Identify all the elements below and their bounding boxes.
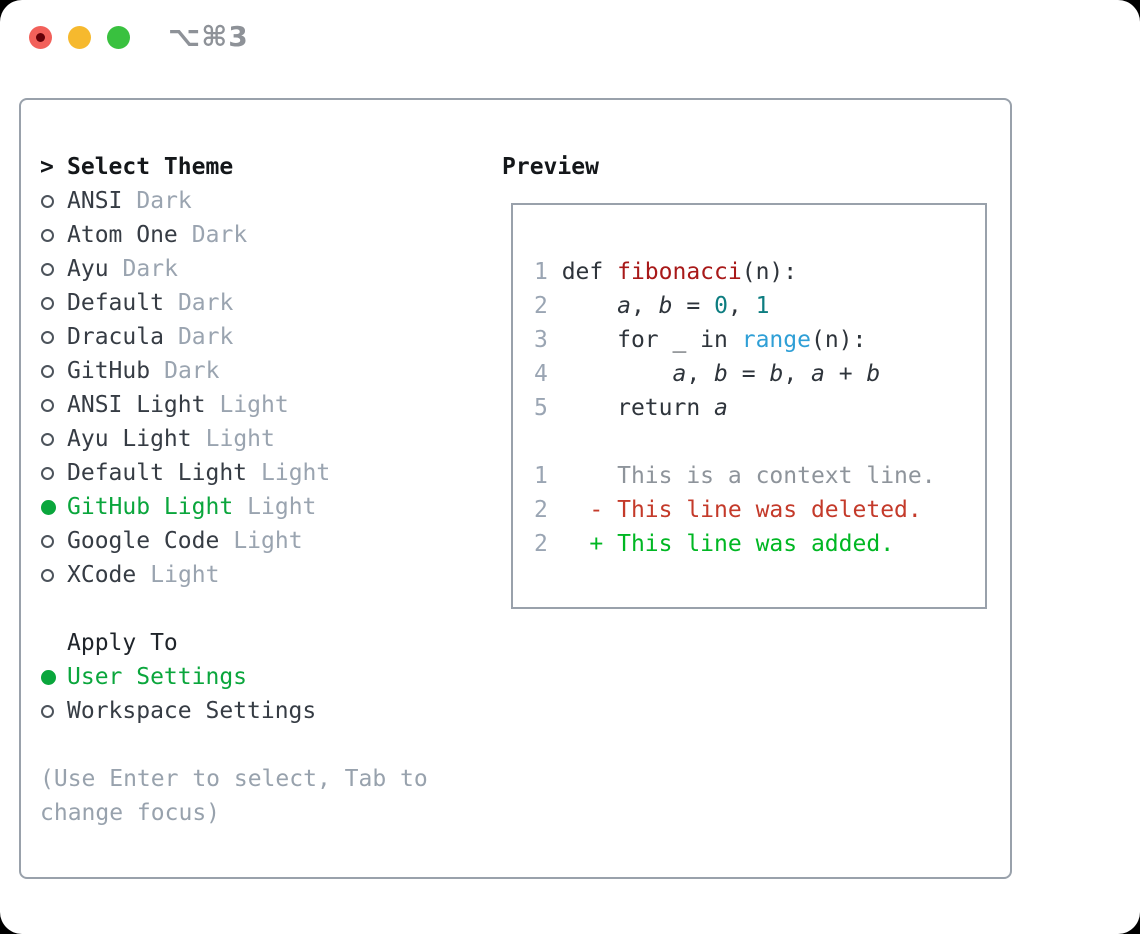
code-line: 2 a, b = 0, 1 [534, 293, 770, 319]
code-line: 2 + This line was added. [534, 531, 895, 557]
code-line: 1 def fibonacci(n): [534, 259, 798, 285]
option-label: Workspace Settings [67, 698, 317, 724]
theme-option[interactable]: ANSI Dark [40, 184, 428, 218]
preview-code: 1 def fibonacci(n): 2 a, b = 0, 1 3 for _ … [534, 255, 985, 561]
theme-option[interactable]: Default Dark [40, 286, 428, 320]
radio-unselected-icon [41, 364, 54, 378]
theme-option[interactable]: Ayu Light Light [40, 422, 428, 456]
apply-to-header-row: Apply To [40, 626, 428, 660]
theme-option[interactable]: GitHub Light Light [40, 490, 428, 524]
code-line: 5 return a [534, 395, 728, 421]
variant-tag: Dark [122, 256, 178, 282]
select-theme-header-row: > Select Theme [40, 150, 428, 184]
option-label: Atom One [67, 222, 178, 248]
option-label: XCode [67, 562, 137, 588]
radio-unselected-icon [41, 534, 54, 548]
spacer-row [40, 728, 428, 762]
radio-unselected-icon [41, 398, 54, 412]
radio-unselected-icon [41, 466, 54, 480]
variant-tag: Light [233, 528, 303, 554]
theme-option[interactable]: XCode Light [40, 558, 428, 592]
radio-selected-icon [41, 499, 56, 515]
maximize-button[interactable] [107, 26, 130, 49]
window-title: ⌥⌘3 [168, 20, 249, 53]
variant-tag: Dark [177, 324, 234, 350]
variant-tag: Light [247, 494, 317, 520]
preview-code-box: 1 def fibonacci(n): 2 a, b = 0, 1 3 for _ … [511, 203, 987, 609]
apply-to-option[interactable]: Workspace Settings [40, 694, 428, 728]
option-label: GitHub [67, 358, 151, 384]
option-label: Default Light [67, 460, 248, 486]
radio-selected-icon [41, 669, 56, 685]
focus-chevron-icon: > [40, 154, 54, 180]
code-line: 4 a, b = b, a + b [534, 361, 881, 387]
hint-line-2: change focus) [40, 800, 221, 826]
theme-option[interactable]: Default Light Light [40, 456, 428, 490]
variant-tag: Dark [191, 222, 248, 248]
variant-tag: Light [219, 392, 289, 418]
radio-unselected-icon [41, 330, 54, 344]
radio-unselected-icon [41, 704, 54, 718]
option-label: Ayu Light [67, 426, 192, 452]
close-button[interactable] [29, 26, 52, 49]
theme-option[interactable]: Google Code Light [40, 524, 428, 558]
theme-option[interactable]: Dracula Dark [40, 320, 428, 354]
title-bar: ⌥⌘3 [0, 0, 1140, 74]
spacer-row [40, 592, 428, 626]
variant-tag: Dark [177, 290, 234, 316]
apply-to-title: Apply To [67, 630, 178, 656]
option-label: GitHub Light [67, 494, 234, 520]
apply-to-option[interactable]: User Settings [40, 660, 428, 694]
select-theme-title: Select Theme [67, 154, 234, 180]
option-label: Dracula [67, 324, 164, 350]
radio-unselected-icon [41, 568, 54, 582]
radio-unselected-icon [41, 228, 54, 242]
variant-tag: Light [261, 460, 331, 486]
option-label: Ayu [67, 256, 109, 282]
variant-tag: Dark [136, 188, 192, 214]
variant-tag: Light [205, 426, 275, 452]
option-label: ANSI Light [67, 392, 206, 418]
variant-tag: Dark [164, 358, 220, 384]
option-label: Default [67, 290, 164, 316]
code-line: 3 for _ in range(n): [534, 327, 867, 353]
option-label: Google Code [67, 528, 220, 554]
minimize-button[interactable] [68, 26, 91, 49]
radio-unselected-icon [41, 194, 54, 208]
preview-title: Preview [502, 154, 599, 180]
option-label: User Settings [67, 664, 248, 690]
theme-option[interactable]: GitHub Dark [40, 354, 428, 388]
theme-option[interactable]: Ayu Dark [40, 252, 428, 286]
code-line: 2 - This line was deleted. [534, 497, 922, 523]
variant-tag: Light [150, 562, 220, 588]
radio-unselected-icon [41, 296, 54, 310]
unsaved-dot-icon [36, 33, 45, 42]
theme-option[interactable]: ANSI Light Light [40, 388, 428, 422]
theme-option[interactable]: Atom One Dark [40, 218, 428, 252]
hint-line-1: (Use Enter to select, Tab to [40, 766, 428, 792]
code-line: 1 This is a context line. [534, 463, 936, 489]
option-label: ANSI [67, 188, 123, 214]
radio-unselected-icon [41, 262, 54, 276]
radio-unselected-icon [41, 432, 54, 446]
code-line [534, 425, 985, 459]
